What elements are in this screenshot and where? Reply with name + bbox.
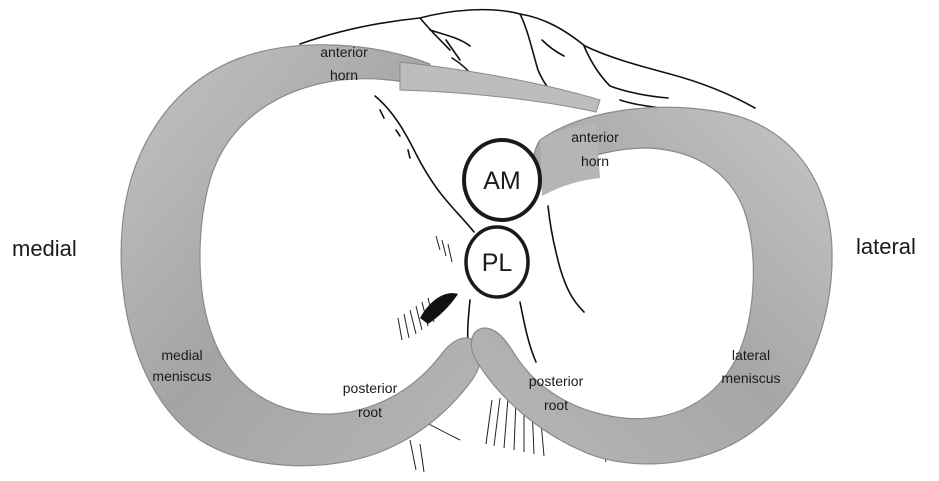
medial-anterior-horn-label-1: anterior [320,44,368,60]
am-label: AM [483,167,521,195]
pl-label: PL [482,249,513,277]
lateral-posterior-root-label-1: posterior [529,373,584,389]
lateral-anterior-horn-label-1: anterior [571,129,619,145]
lateral-posterior-root-label-2: root [544,397,568,413]
medial-posterior-root-label-2: root [358,404,382,420]
pl-attachment: PL [466,227,528,297]
lateral-meniscus-label-1: lateral [732,347,770,363]
medial-anterior-horn-label-2: horn [330,67,358,83]
medial-meniscus-label-1: medial [161,347,202,363]
lateral-side-label: lateral [856,234,916,259]
medial-meniscus-label-2: meniscus [152,368,211,384]
am-attachment: AM [464,140,540,220]
medial-posterior-root-label-1: posterior [343,380,398,396]
lateral-anterior-horn-label-2: horn [581,153,609,169]
posterior-notch-shadow [420,293,458,324]
lateral-meniscus-label-2: meniscus [721,370,780,386]
medial-side-label: medial [12,236,77,261]
medial-meniscus-shape [121,45,481,466]
medial-anterior-horn-extension [400,62,600,112]
